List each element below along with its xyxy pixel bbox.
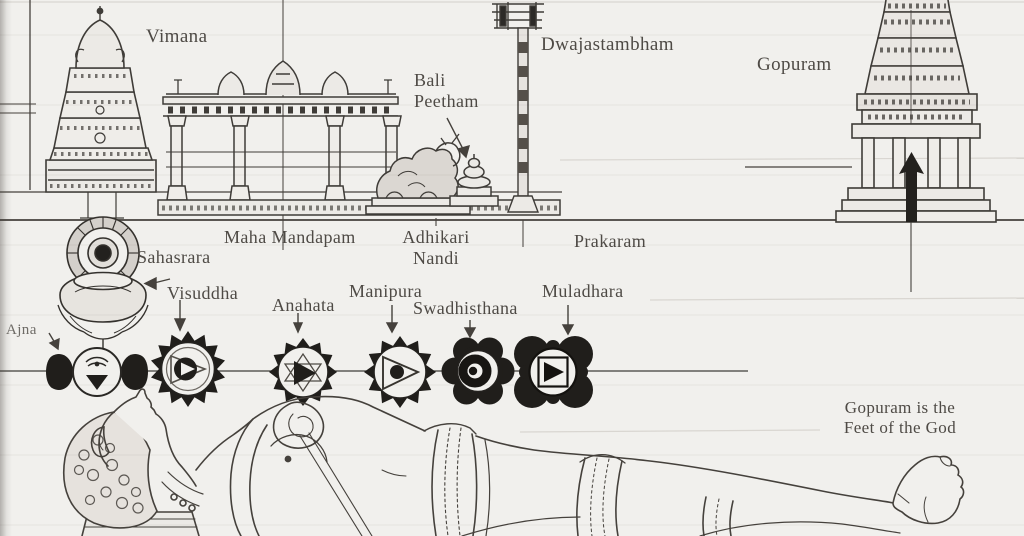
label-swadhisthana: Swadhisthana <box>413 298 518 318</box>
label-bali-peetham: Bali Peetham <box>414 70 479 111</box>
reclining-figure-drawing <box>62 388 965 536</box>
chakra-sahasrara <box>57 216 149 350</box>
chakra-manipura <box>364 336 436 408</box>
nandi-drawing <box>365 133 471 215</box>
label-gopuram: Gopuram <box>757 54 832 75</box>
label-manipura: Manipura <box>349 281 423 301</box>
annotation-arrows <box>48 117 575 351</box>
label-adhikari-nandi: Adhikari Nandi <box>402 227 470 268</box>
chakra-muladhara <box>514 336 593 408</box>
label-muladhara: Muladhara <box>542 281 624 301</box>
sahasrara-arrow <box>143 276 171 291</box>
label-visuddha: Visuddha <box>167 283 239 303</box>
gopuram-drawing <box>835 0 997 223</box>
caption-gopuram-feet: Gopuram is the Feet of the God <box>843 398 957 437</box>
visuddha-arrow <box>173 300 187 332</box>
bali-peetham-arrow <box>446 117 470 159</box>
bali-peetham-drawing <box>449 154 499 207</box>
chakra-ajna <box>46 347 148 397</box>
manipura-arrow <box>385 305 399 334</box>
label-vimana: Vimana <box>146 26 208 47</box>
chakra-visuddha <box>151 331 225 407</box>
chakra-anahata <box>269 338 337 406</box>
label-ajna: Ajna <box>6 322 37 338</box>
label-sahasrara: Sahasrara <box>137 247 211 267</box>
scan-streak-lines <box>0 1 1024 433</box>
gopuram-axis-arrow <box>899 152 924 222</box>
muladhara-arrow <box>561 305 575 336</box>
label-anahata: Anahata <box>272 295 335 315</box>
ajna-arrow <box>48 332 60 351</box>
swadhisthana-arrow <box>463 320 477 339</box>
label-dwajastambham: Dwajastambham <box>541 34 674 55</box>
vimana-drawing <box>45 6 157 219</box>
label-maha-mandapam: Maha Mandapam <box>224 227 356 247</box>
dwajastambham-drawing <box>492 2 544 213</box>
chakra-swadhisthana <box>441 337 515 405</box>
label-prakaram: Prakaram <box>574 231 647 251</box>
anahata-arrow <box>292 313 304 334</box>
